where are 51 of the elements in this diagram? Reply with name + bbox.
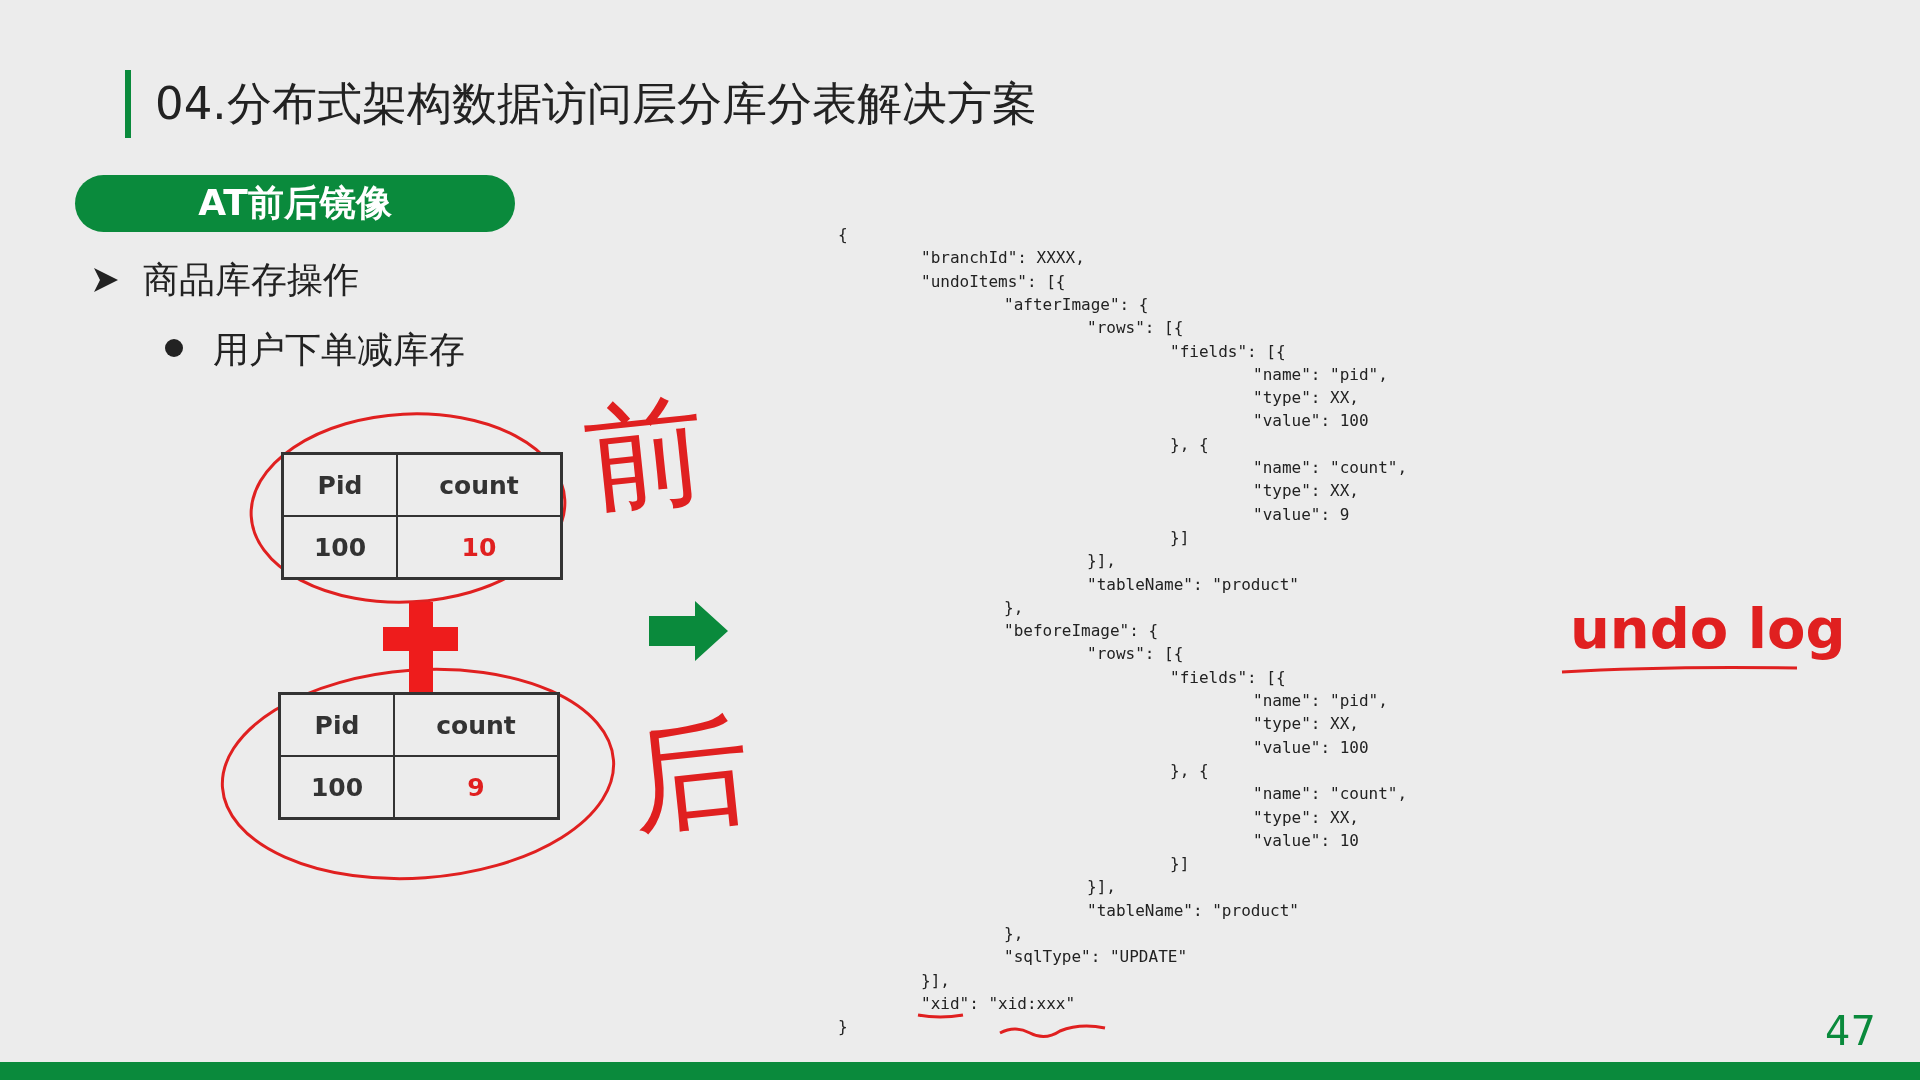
code-line: }], <box>921 970 950 991</box>
bullet-text: 用户下单减库存 <box>213 328 465 372</box>
table-cell: 10 <box>397 516 561 578</box>
code-line: }] <box>1170 854 1190 875</box>
handwritten-note: 前 <box>579 389 711 521</box>
section-banner: AT前后镜像 <box>75 175 515 232</box>
column-header: Pid <box>283 454 397 516</box>
code-line: }, { <box>1170 760 1209 781</box>
code-line: "undoItems": [{ <box>921 271 1066 292</box>
code-line: "value": 100 <box>1253 737 1369 758</box>
code-line: "fields": [{ <box>1170 667 1286 688</box>
code-line: { <box>838 225 848 245</box>
code-line: "tableName": "product" <box>1087 574 1299 595</box>
code-line: }], <box>1087 551 1116 572</box>
code-line: "name": "pid", <box>1253 691 1388 711</box>
code-line: "value": 9 <box>1253 504 1350 525</box>
page-number: 47 <box>1825 1008 1876 1054</box>
annotation-text: undo log <box>1570 596 1846 661</box>
code-line: "fields": [{ <box>1170 341 1286 362</box>
code-line: "type": XX, <box>1253 807 1359 828</box>
code-line: "type": XX, <box>1253 481 1359 502</box>
code-line: "beforeImage": { <box>1004 621 1159 642</box>
table-cell: 9 <box>394 756 558 818</box>
code-line: "xid": "xid:xxx" <box>921 993 1076 1014</box>
code-line: }, <box>1004 597 1024 618</box>
code-line: "type": XX, <box>1253 388 1359 409</box>
bullet-text: 商品库存操作 <box>143 258 359 302</box>
code-line: "name": "pid", <box>1253 364 1388 385</box>
code-line: "value": 100 <box>1253 411 1369 432</box>
column-header: count <box>394 694 558 756</box>
code-line: "rows": [{ <box>1087 318 1184 339</box>
code-line: } <box>838 1017 848 1038</box>
handwritten-note: 后 <box>624 709 756 841</box>
code-line: "name": "count", <box>1253 458 1408 478</box>
code-line: "type": XX, <box>1253 714 1359 735</box>
code-line: }, { <box>1170 434 1209 455</box>
code-line: }] <box>1170 527 1190 548</box>
code-line: "tableName": "product" <box>1087 900 1299 921</box>
slide-title: 04.分布式架构数据访问层分库分表解决方案 <box>155 76 1037 132</box>
code-line: "rows": [{ <box>1087 644 1184 665</box>
column-header: count <box>397 454 561 516</box>
table-cell: 100 <box>283 516 397 578</box>
column-header: Pid <box>280 694 394 756</box>
code-line: "branchId": XXXX, <box>921 248 1085 269</box>
code-line: "value": 10 <box>1253 830 1359 851</box>
code-line: }, <box>1004 924 1024 944</box>
code-line: "sqlType": "UPDATE" <box>1004 947 1188 968</box>
table-cell: 100 <box>280 756 394 818</box>
code-line: "name": "count", <box>1253 784 1408 805</box>
code-line: }], <box>1087 877 1116 898</box>
code-line: "afterImage": { <box>1004 294 1149 315</box>
